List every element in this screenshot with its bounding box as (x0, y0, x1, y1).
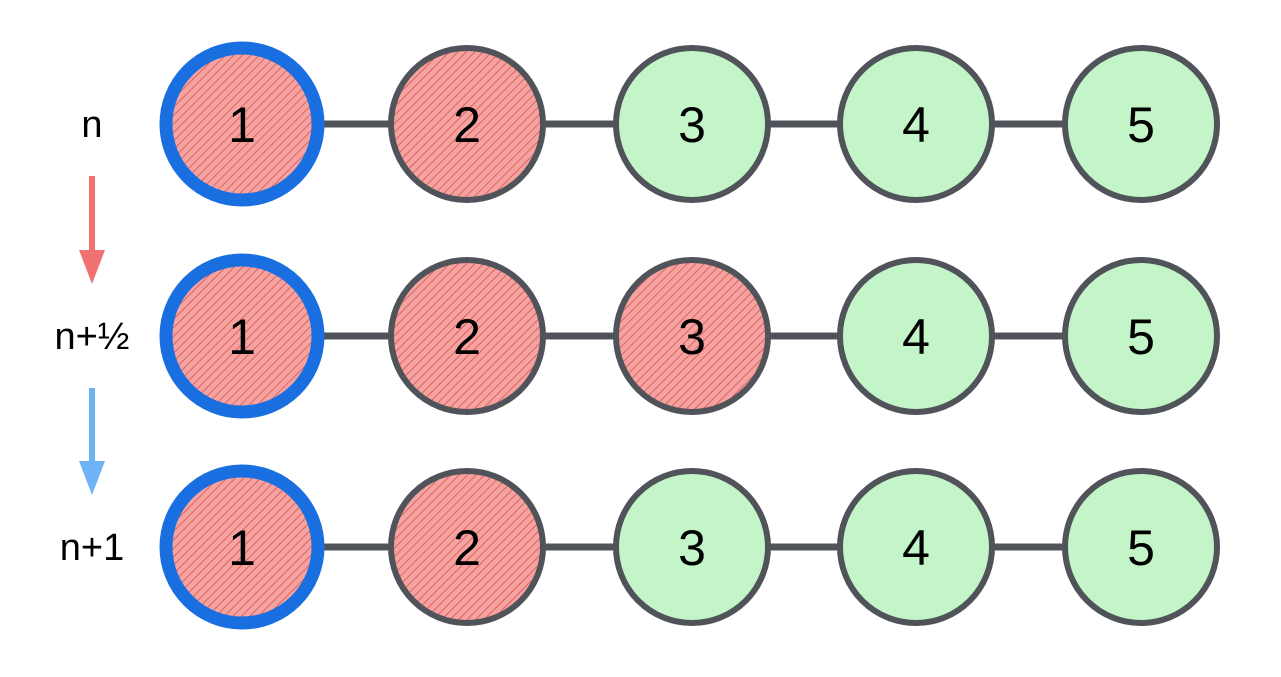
inactive-node-circle (613, 468, 771, 626)
node-2: 2 (388, 257, 546, 415)
node-2: 2 (388, 468, 546, 626)
inactive-node-circle (1062, 468, 1220, 626)
node-label: 2 (453, 309, 481, 365)
node-1: 1 (159, 253, 325, 419)
node-5: 5 (1062, 468, 1220, 626)
row-3: n+1 1 2 3 4 5 (60, 464, 1220, 630)
node-1: 1 (159, 41, 325, 207)
node-label: 1 (228, 520, 256, 576)
row-1: n 1 2 3 4 5 (81, 41, 1220, 207)
arrow-head (79, 250, 105, 284)
active-node-circle (388, 468, 546, 626)
node-3: 3 (613, 257, 771, 415)
row-label: n+1 (60, 527, 124, 569)
node-5: 5 (1062, 45, 1220, 203)
inactive-node-circle (837, 468, 995, 626)
node-3: 3 (613, 468, 771, 626)
node-label: 1 (228, 309, 256, 365)
node-label: 3 (678, 309, 706, 365)
row-label: n (81, 104, 102, 146)
node-label: 2 (453, 97, 481, 153)
inactive-node-circle (1062, 257, 1220, 415)
active-node-circle (388, 45, 546, 203)
node-4: 4 (837, 45, 995, 203)
node-4: 4 (837, 257, 995, 415)
row-label: n+½ (54, 316, 129, 358)
node-3: 3 (613, 45, 771, 203)
active-node-circle (159, 41, 325, 207)
transition-arrow-2 (79, 388, 105, 495)
active-node-circle (159, 464, 325, 630)
node-label: 4 (902, 97, 930, 153)
node-label: 5 (1127, 520, 1155, 576)
node-label: 3 (678, 520, 706, 576)
node-label: 1 (228, 97, 256, 153)
node-label: 5 (1127, 97, 1155, 153)
arrow-head (79, 461, 105, 495)
node-label: 3 (678, 97, 706, 153)
transition-arrow-1 (79, 176, 105, 284)
node-4: 4 (837, 468, 995, 626)
node-label: 2 (453, 520, 481, 576)
inactive-node-circle (613, 45, 771, 203)
active-node-circle (388, 257, 546, 415)
inactive-node-circle (837, 257, 995, 415)
node-5: 5 (1062, 257, 1220, 415)
node-label: 4 (902, 520, 930, 576)
node-1: 1 (159, 464, 325, 630)
active-node-circle (613, 257, 771, 415)
node-label: 5 (1127, 309, 1155, 365)
row-2: n+½ 1 2 3 4 5 (54, 253, 1220, 419)
node-2: 2 (388, 45, 546, 203)
active-node-circle (159, 253, 325, 419)
inactive-node-circle (1062, 45, 1220, 203)
inactive-node-circle (837, 45, 995, 203)
node-rows: n 1 2 3 4 5 n+½ 1 2 3 4 5 n+1 1 2 3 4 5 (54, 41, 1220, 630)
node-label: 4 (902, 309, 930, 365)
transition-arrows (79, 176, 105, 495)
